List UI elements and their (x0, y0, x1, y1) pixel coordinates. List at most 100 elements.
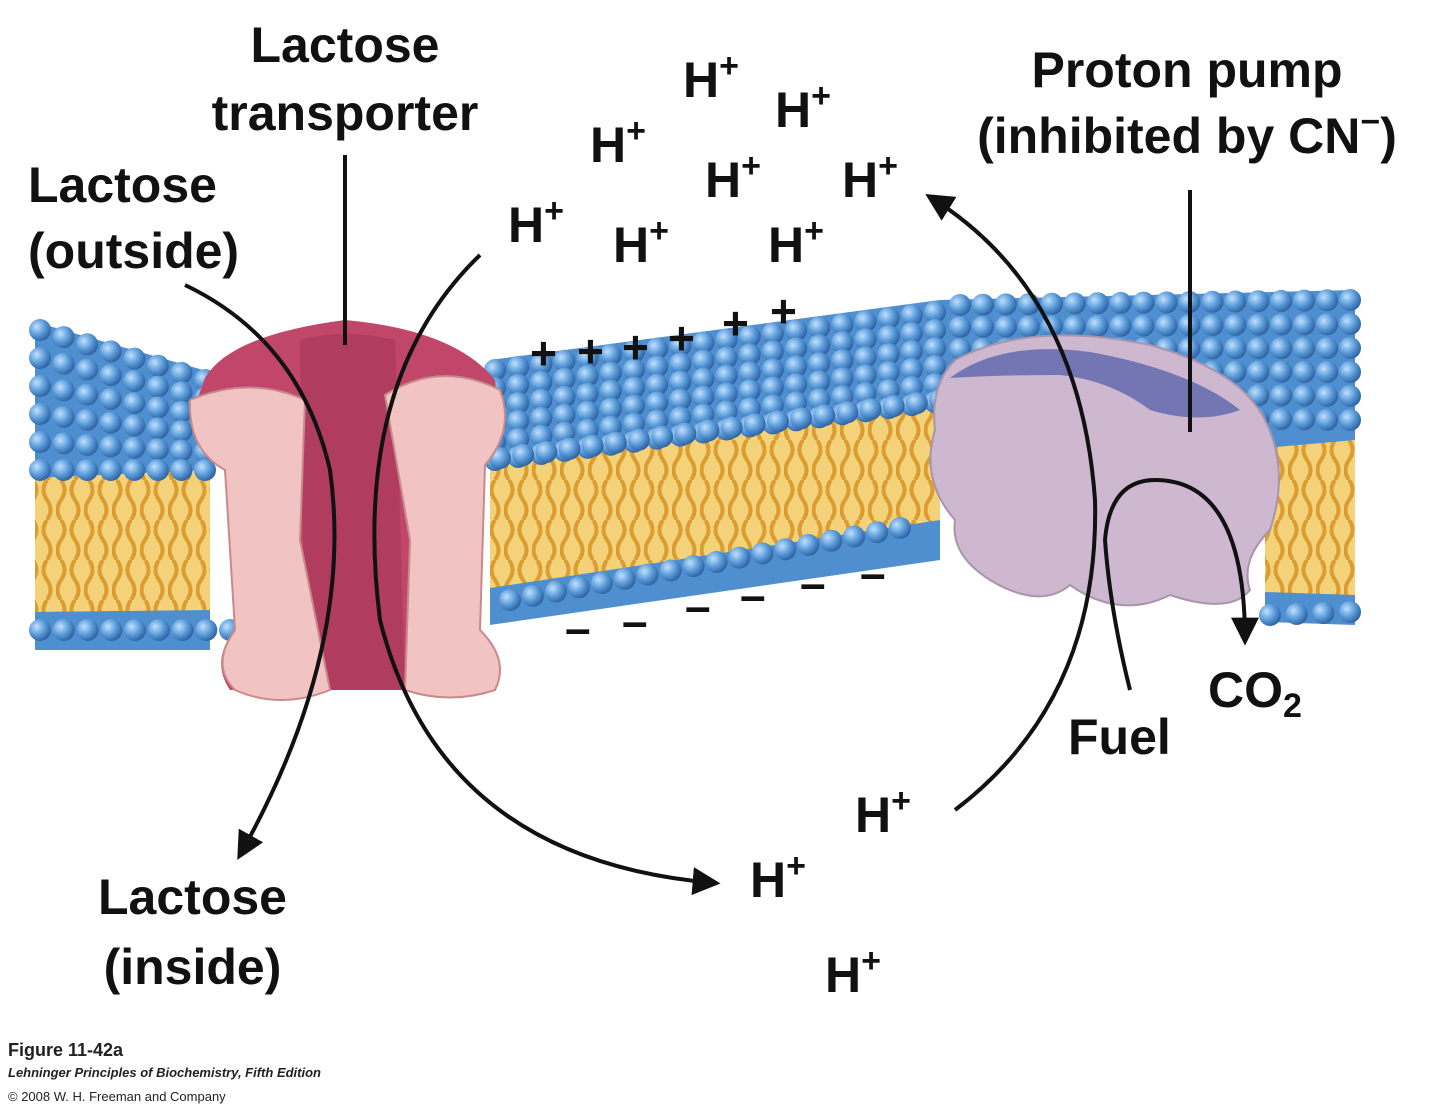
lipid-headgroup (171, 619, 194, 641)
lipid-headgroup (692, 385, 715, 408)
proton-pump-label: Proton pump (inhibited by CN−) (942, 45, 1432, 161)
lipid-headgroup (99, 387, 122, 410)
lipid-headgroup (831, 313, 854, 336)
lipid-headgroup (507, 409, 530, 432)
negative-charge: – (740, 569, 766, 621)
positive-charge: + (622, 321, 649, 373)
lipid-headgroup (1339, 337, 1361, 359)
positive-charge: + (722, 297, 749, 349)
lipid-headgroup (622, 394, 645, 417)
figure-number: Figure 11-42a (8, 1040, 124, 1060)
lipid-headgroup (1285, 603, 1308, 625)
fuel-to-co2-arrow (1102, 477, 1259, 691)
lipid-headgroup (674, 422, 697, 445)
lipid-headgroup (99, 459, 122, 481)
lipid-headgroup (590, 572, 613, 595)
lipid-headgroup (1316, 337, 1339, 360)
lipid-headgroup (751, 542, 774, 565)
lipid-headgroup (599, 361, 622, 384)
lipid-headgroup (576, 346, 599, 369)
lipid-headgroup (1293, 384, 1316, 407)
lipid-headgroup (728, 546, 751, 569)
lipid-headgroup (170, 420, 193, 443)
lipid-headgroup (877, 325, 900, 348)
lipid-headgroup (1339, 289, 1361, 311)
lipid-headgroup (123, 436, 146, 459)
lipid-headgroup (553, 349, 576, 372)
lipid-headgroup (971, 293, 994, 316)
lipid-headgroup (1316, 360, 1339, 383)
lipid-headgroup (831, 367, 854, 390)
lipid-headgroup (715, 328, 738, 351)
lipid-headgroup (692, 367, 715, 390)
lipid-headgroup (29, 431, 51, 453)
copyright-line: © 2008 W. H. Freeman and Company (8, 1089, 226, 1104)
lipid-headgroup (924, 301, 946, 323)
proton-ion: H+ (768, 212, 824, 273)
lipid-headgroup (52, 326, 75, 349)
lipid-headgroup (1201, 290, 1224, 313)
fuel-label: Fuel (1068, 709, 1171, 765)
lactose-outside-line2: (outside) (28, 223, 240, 279)
lipid-headgroup (761, 358, 784, 381)
lipid-headgroup (900, 322, 923, 345)
lipid-headgroup (170, 459, 193, 481)
proton-symport-arrow (372, 253, 721, 896)
lipid-headgroup (553, 385, 576, 408)
lipid-headgroup (622, 340, 645, 363)
lipid-headgroup (52, 459, 75, 481)
lipid-headgroup (994, 293, 1017, 316)
proton-pump-arrow (925, 194, 1098, 812)
lipid-headgroup (761, 322, 784, 345)
lipid-headgroup (507, 391, 530, 414)
lactose-transporter-label: Lactose transporter (180, 20, 510, 138)
lipid-headgroup (530, 352, 553, 375)
cyanide-charge: − (1360, 103, 1381, 141)
lipid-headgroup (766, 410, 789, 433)
lipid-headgroup (1293, 408, 1316, 431)
lipid-headgroup (900, 304, 923, 327)
lipid-headgroup (774, 538, 797, 561)
lipid-headgroup (1040, 292, 1063, 315)
lipid-headgroup (1109, 291, 1132, 314)
lipid-headgroup (1224, 313, 1247, 336)
lipid-headgroup (29, 319, 51, 341)
lipid-headgroup (599, 397, 622, 420)
lipid-headgroup (785, 319, 808, 342)
proton-ion: H+ (508, 192, 564, 253)
lipid-headgroup (900, 358, 923, 381)
lipid-headgroup (1293, 360, 1316, 383)
lipid-headgroup (1132, 291, 1155, 314)
lipid-headgroup (146, 459, 169, 481)
lipid-headgroup (882, 395, 905, 418)
pathway-arrows (184, 194, 1259, 896)
lipid-headgroup (76, 383, 99, 406)
lipid-headgroup (581, 434, 604, 457)
lipid-headgroup (1201, 314, 1224, 337)
lactose-outside-line1: Lactose (28, 157, 217, 213)
lipid-headgroup (843, 525, 866, 548)
lipid-headgroup (738, 379, 761, 402)
lactose-transporter-line1: Lactose (250, 17, 440, 73)
lipid-headgroup (854, 346, 877, 369)
lipid-headgroup (682, 555, 705, 578)
lipid-headgroup (76, 358, 99, 381)
lipid-headgroup (530, 388, 553, 411)
lipid-headgroup (636, 563, 659, 586)
proton-ion: H+ (750, 847, 806, 908)
lipid-headgroup (1086, 292, 1109, 315)
lipid-headgroup (808, 370, 831, 393)
lipid-headgroup (1339, 385, 1361, 407)
lipid-headgroup (924, 337, 946, 359)
lipid-headgroup (692, 349, 715, 372)
co2-label: CO2 (1208, 665, 1302, 723)
lipid-headgroup (1339, 409, 1361, 431)
proton-ion: H+ (825, 942, 881, 1003)
lipid-headgroup (576, 364, 599, 387)
lipid-headgroup (1224, 360, 1247, 383)
lipid-headgroup (99, 340, 122, 363)
lipid-headgroup (651, 425, 674, 448)
lipid-headgroup (790, 407, 813, 430)
lipid-headgroup (831, 349, 854, 372)
